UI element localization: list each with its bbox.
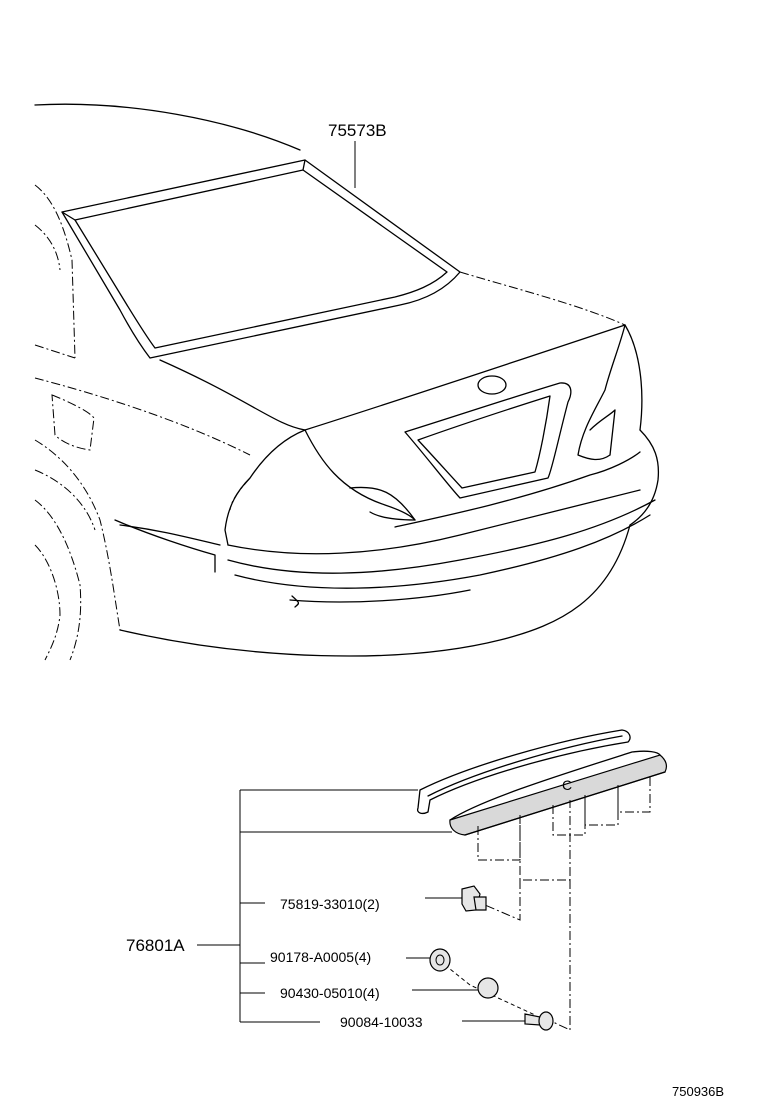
callout-clip-label: 75819-33010(2) — [280, 896, 380, 912]
trunk-emblem-icon — [477, 375, 507, 395]
callout-window-molding[interactable]: 75573B — [328, 121, 387, 188]
clip-icon — [461, 885, 487, 912]
spoiler-light-strip — [416, 729, 631, 815]
callout-screw-label: 90084-10033 — [340, 1014, 423, 1030]
washer-icon — [477, 977, 499, 999]
diagram-reference-code: 750936B — [672, 1084, 724, 1099]
callout-washer[interactable]: 90430-05010(4) — [280, 977, 499, 1001]
callout-window-molding-label: 75573B — [328, 121, 387, 140]
callout-spoiler-assembly[interactable]: 76801A — [126, 936, 185, 955]
spoiler-marker-label: C — [562, 777, 572, 793]
nut-icon — [429, 948, 451, 972]
callout-spoiler-assembly-label: 76801A — [126, 936, 185, 955]
callout-screw[interactable]: 90084-10033 — [340, 1011, 554, 1031]
callout-washer-label: 90430-05010(4) — [280, 985, 380, 1001]
callout-nut[interactable]: 90178-A0005(4) — [270, 948, 451, 972]
callout-clip[interactable]: 75819-33010(2) — [280, 885, 487, 912]
screw-icon — [524, 1011, 554, 1031]
rear-window-molding — [61, 159, 461, 359]
spoiler-exploded-view: C — [416, 729, 667, 1031]
callout-nut-label: 90178-A0005(4) — [270, 949, 371, 965]
car-rear-illustration — [34, 103, 660, 661]
spoiler-body — [449, 754, 667, 836]
spoiler-assembly-bracket — [197, 789, 452, 1023]
